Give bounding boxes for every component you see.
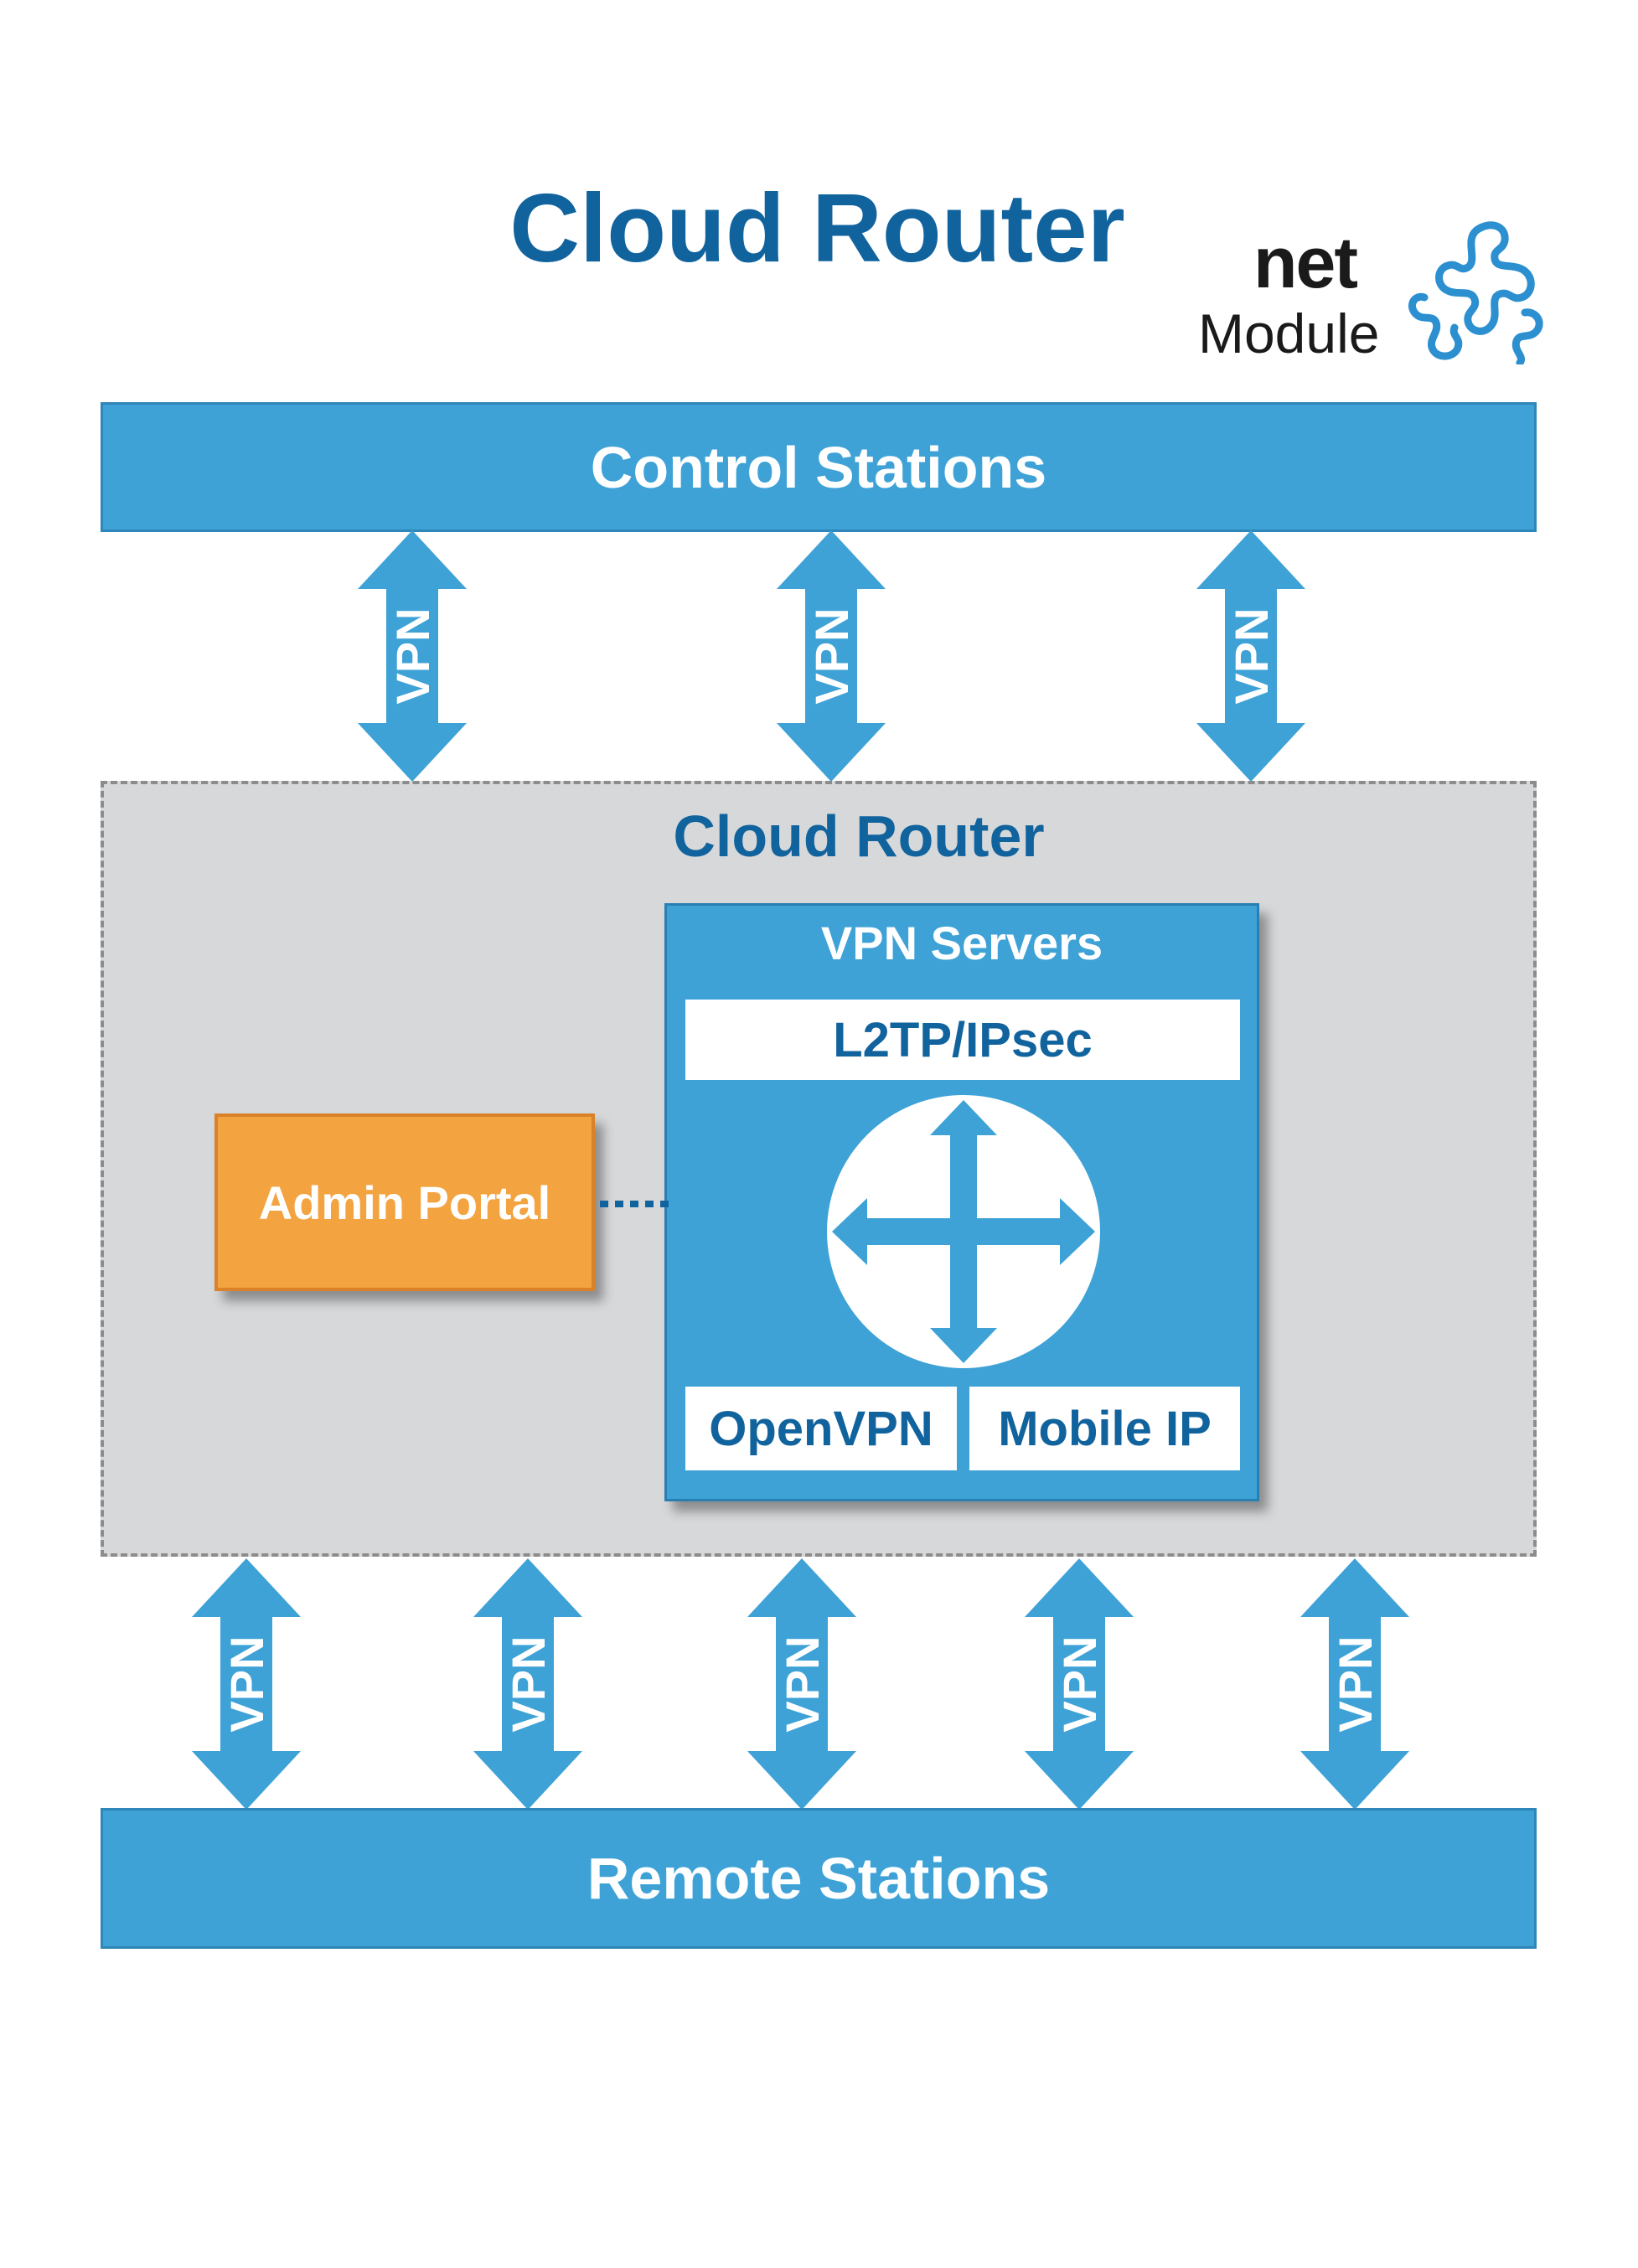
top-vpn-arrow-3: VPN	[1196, 530, 1305, 782]
double-arrow-icon	[473, 1558, 582, 1810]
double-arrow-icon	[1196, 530, 1305, 782]
cloud-router-label: Cloud Router	[673, 803, 1045, 869]
vpn-label: VPN	[775, 1635, 829, 1733]
bottom-vpn-arrow-2: VPN	[473, 1558, 582, 1810]
remote-stations-bar: Remote Stations	[101, 1808, 1537, 1949]
logo-module-text: Module	[1198, 302, 1380, 364]
double-arrow-icon	[777, 530, 886, 782]
double-arrow-icon	[1300, 1558, 1409, 1810]
openvpn-box: OpenVPN	[685, 1387, 957, 1470]
double-arrow-icon	[192, 1558, 301, 1810]
vpn-label: VPN	[385, 607, 439, 705]
double-arrow-icon	[1025, 1558, 1134, 1810]
double-arrow-icon	[358, 530, 467, 782]
vpn-label: VPN	[804, 607, 858, 705]
top-vpn-arrow-2: VPN	[777, 530, 886, 782]
vpn-servers-title: VPN Servers	[820, 917, 1103, 969]
mobile-ip-box: Mobile IP	[969, 1387, 1240, 1470]
vpn-label: VPN	[1328, 1635, 1382, 1733]
admin-portal-box: Admin Portal	[214, 1113, 595, 1291]
top-vpn-arrow-1: VPN	[358, 530, 467, 782]
vpn-label: VPN	[501, 1635, 555, 1733]
bottom-vpn-arrow-5: VPN	[1300, 1558, 1409, 1810]
netmodule-logo: net Module	[1190, 214, 1543, 381]
l2tp-ipsec-box: L2TP/IPsec	[685, 1000, 1240, 1080]
dotted-connector	[600, 1201, 669, 1207]
vpn-label: VPN	[220, 1635, 273, 1733]
vpn-label: VPN	[1224, 607, 1278, 705]
control-stations-bar: Control Stations	[101, 402, 1537, 532]
vpn-label: VPN	[1052, 1635, 1106, 1733]
logo-net-text: net	[1253, 223, 1358, 303]
bottom-vpn-arrow-1: VPN	[192, 1558, 301, 1810]
double-arrow-icon	[747, 1558, 856, 1810]
router-arrows-icon	[827, 1095, 1100, 1368]
bottom-vpn-arrow-4: VPN	[1025, 1558, 1134, 1810]
puzzle-logo-icon	[1408, 221, 1543, 364]
diagram-title: Cloud Router	[509, 173, 1125, 282]
bottom-vpn-arrow-3: VPN	[747, 1558, 856, 1810]
